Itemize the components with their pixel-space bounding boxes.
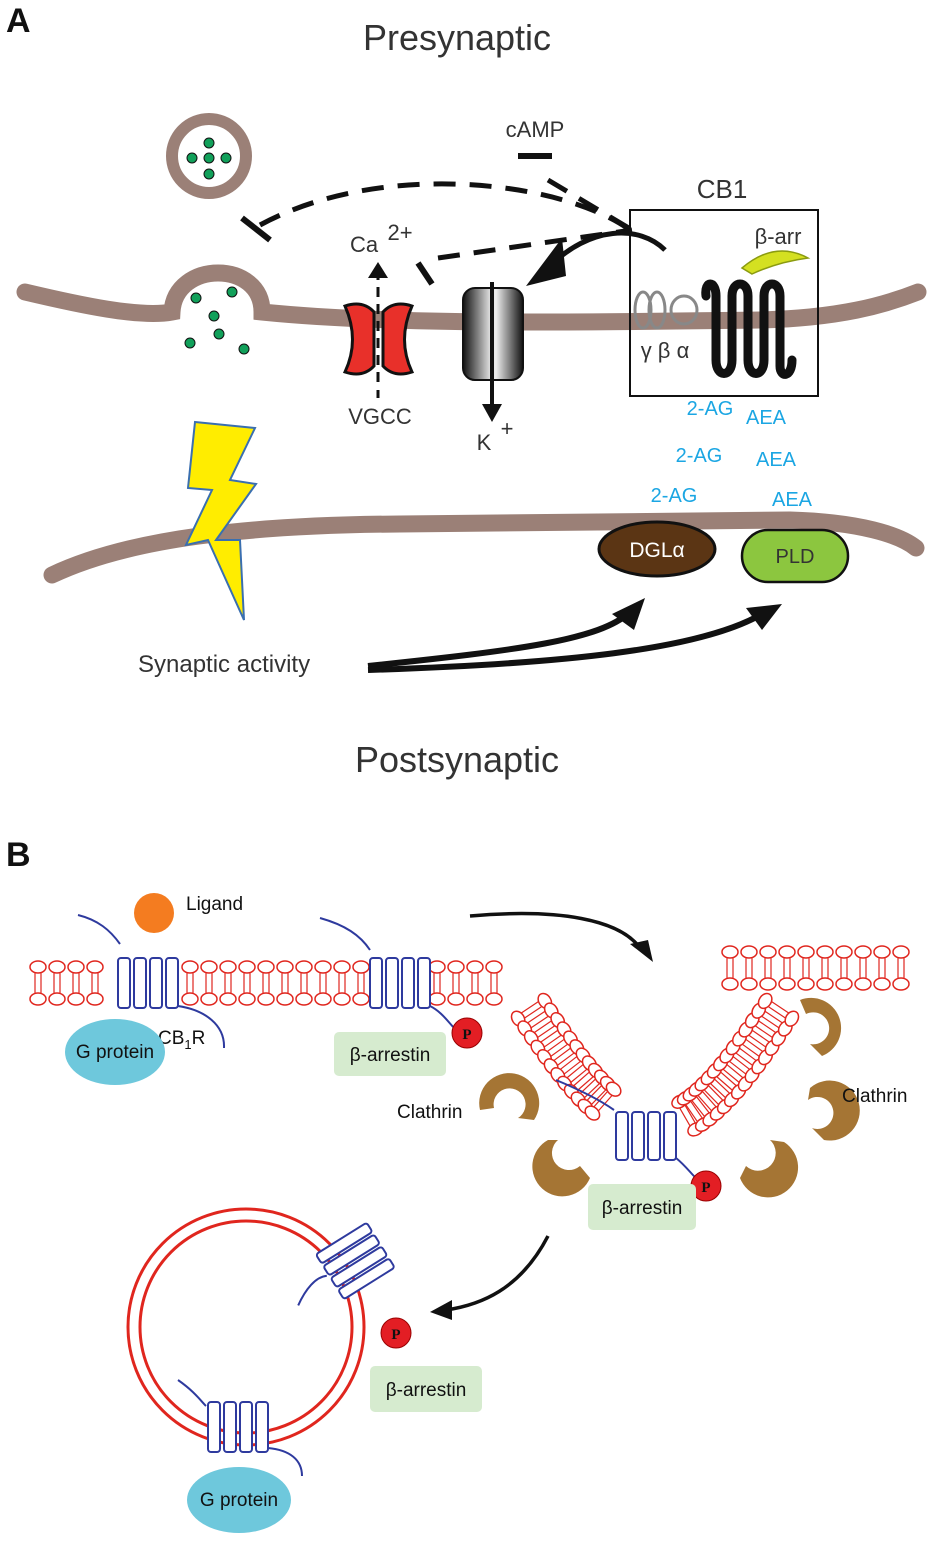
internalization-arrow-2	[445, 1235, 550, 1312]
g-protein-1	[65, 1019, 165, 1085]
lipid-bilayer-left	[29, 960, 503, 1006]
clathrin-coats	[479, 997, 860, 1198]
ligand-label: Ligand	[186, 894, 243, 915]
k-charge: +	[501, 416, 514, 441]
cb1-receptor-coil	[701, 279, 797, 379]
beta-arrestin-label-1: β-arrestin	[350, 1045, 431, 1066]
ca-charge: 2+	[387, 220, 412, 245]
cb1-receptor-vesicle-g	[177, 1379, 303, 1477]
inhibition-to-release	[258, 181, 632, 233]
internalization-arrowhead-1	[630, 940, 653, 962]
beta-arrestin-2	[588, 1184, 696, 1230]
clathrin-label-left: Clathrin	[397, 1102, 462, 1123]
internalization-arrowhead-2	[430, 1300, 452, 1320]
two-ag-label-1: 2-AG	[687, 398, 734, 420]
inhibition-bar-release	[240, 215, 272, 243]
g-protein-subunits	[633, 290, 699, 330]
activity-arrow-dgl	[367, 609, 633, 669]
panel-b-letter: B	[6, 836, 31, 874]
activity-arrowhead-pld	[746, 604, 782, 630]
panel-b: B Ligand CB1R G protein	[6, 836, 910, 1533]
inhibition-bar-vgcc	[415, 261, 435, 286]
phosphate-1	[451, 1017, 483, 1049]
pld-label: PLD	[776, 546, 815, 568]
beta-arr-shape	[740, 250, 811, 275]
cb1-box	[629, 209, 819, 397]
phosphate-label-2: P	[701, 1180, 710, 1196]
g-protein-2	[187, 1467, 291, 1533]
k-label: K	[477, 430, 492, 455]
pld-enzyme	[740, 528, 850, 584]
panel-a: A Presynaptic	[6, 2, 927, 780]
beta-arrestin-label-3: β-arrestin	[386, 1380, 467, 1401]
two-ag-label-2: 2-AG	[676, 445, 723, 467]
beta-arrestin-3	[370, 1366, 482, 1412]
activity-arrow-pld	[367, 611, 764, 673]
cb1-receptor-vesicle-p	[297, 1222, 395, 1306]
vgcc-label: VGCC	[348, 404, 412, 429]
two-ag-label-3: 2-AG	[651, 485, 698, 507]
inhibition-to-camp	[546, 177, 634, 233]
dgl-alpha-label: DGLα	[629, 539, 684, 562]
k-channel	[462, 282, 524, 422]
vgcc-channel	[342, 262, 415, 398]
lipid-bilayer-right	[721, 945, 910, 991]
g-subunit-labels: γ β α	[641, 338, 690, 363]
phosphate-label-3: P	[391, 1327, 400, 1343]
aea-label-1: AEA	[746, 407, 787, 429]
activity-arrowhead-dgl	[612, 598, 645, 630]
dgl-alpha-enzyme	[597, 520, 717, 578]
g-protein-label-2: G protein	[200, 1490, 278, 1511]
presynaptic-membrane	[16, 264, 927, 331]
activation-arrowhead	[526, 238, 566, 286]
ligand	[134, 893, 174, 933]
cb1-label: CB1	[697, 174, 748, 204]
beta-arrestin-1	[334, 1032, 446, 1076]
cb1-receptor-pit	[555, 1079, 699, 1181]
camp-label: cAMP	[506, 117, 565, 142]
lightning-bolt	[184, 420, 258, 621]
aea-label-3: AEA	[772, 489, 813, 511]
clathrin-pit-bilayer	[510, 992, 800, 1137]
vesicle	[166, 113, 252, 199]
released-neurotransmitter	[184, 286, 250, 355]
postsynaptic-title: Postsynaptic	[355, 739, 559, 780]
phosphate-3	[380, 1317, 412, 1349]
clathrin-label-right: Clathrin	[842, 1086, 907, 1107]
g-protein-label-1: G protein	[76, 1042, 154, 1063]
beta-arr-label: β-arr	[755, 224, 802, 249]
beta-arrestin-label-2: β-arrestin	[602, 1198, 683, 1219]
internalization-arrow-1	[469, 911, 642, 950]
postsynaptic-membrane	[43, 511, 925, 584]
cb1-receptor-1	[77, 914, 226, 1049]
synaptic-activity-label: Synaptic activity	[138, 651, 310, 678]
cb1-receptor-2	[319, 917, 457, 1031]
phosphate-label-1: P	[462, 1027, 471, 1043]
panel-a-letter: A	[6, 2, 31, 40]
ca-label: Ca	[350, 232, 379, 257]
presynaptic-title: Presynaptic	[363, 17, 551, 58]
aea-label-2: AEA	[756, 449, 797, 471]
cb1r-label: CB1R	[158, 1028, 205, 1052]
